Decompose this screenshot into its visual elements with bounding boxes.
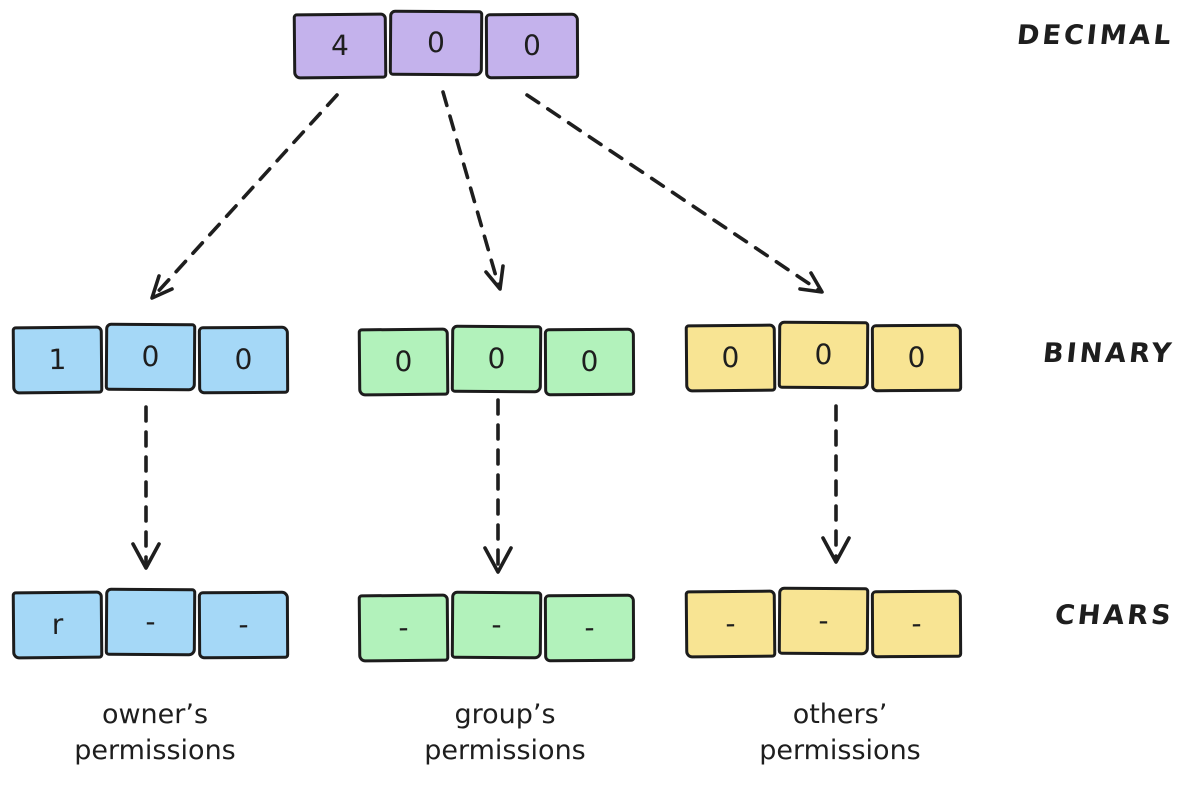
- arrow-decimal-to-owner-binary: [152, 93, 339, 298]
- arrowhead-owner-chars: [131, 542, 161, 570]
- chars-box-others: - - -: [684, 586, 963, 659]
- caption-owner-permissions: owner’s permissions: [5, 697, 305, 770]
- binary-box-owner: 1 0 0: [11, 322, 290, 395]
- chars-cell: -: [543, 593, 636, 663]
- decimal-cell: 0: [484, 12, 580, 80]
- chars-cell: -: [870, 589, 963, 659]
- binary-cell: 0: [543, 327, 636, 397]
- binary-cell: 0: [870, 323, 963, 393]
- arrowhead-others-chars: [821, 536, 851, 564]
- binary-cell: 0: [684, 323, 777, 393]
- caption-line: others’: [792, 699, 888, 730]
- caption-line: permissions: [424, 735, 586, 767]
- caption-group-permissions: group’s permissions: [355, 697, 655, 770]
- chars-cell: -: [777, 586, 870, 656]
- arrowhead-group-chars: [483, 546, 513, 574]
- chars-cell: -: [684, 589, 777, 659]
- chars-cell: -: [104, 587, 197, 657]
- binary-box-others: 0 0 0: [684, 320, 963, 393]
- chars-cell: -: [197, 590, 290, 660]
- binary-cell: 0: [197, 325, 290, 395]
- decimal-cell: 4: [292, 12, 388, 80]
- chars-cell: -: [450, 590, 543, 660]
- binary-box-group: 0 0 0: [357, 324, 636, 397]
- decimal-cell: 0: [388, 9, 484, 77]
- arrow-decimal-to-others-binary: [525, 93, 822, 293]
- chars-box-owner: r - -: [11, 587, 290, 660]
- caption-line: owner’s: [101, 699, 209, 730]
- binary-cell: 0: [450, 324, 543, 394]
- caption-others-permissions: others’ permissions: [690, 697, 990, 770]
- binary-cell: 0: [357, 327, 450, 397]
- binary-cell: 1: [11, 325, 104, 395]
- binary-label: BINARY: [1041, 338, 1176, 369]
- caption-line: permissions: [74, 735, 236, 767]
- caption-line: group’s: [454, 699, 556, 730]
- arrowhead-others-binary: [798, 271, 824, 294]
- caption-line: permissions: [759, 735, 921, 767]
- arrowhead-group-binary: [484, 264, 505, 291]
- decimal-label: DECIMAL: [1015, 20, 1176, 51]
- chars-cell: r: [11, 590, 104, 660]
- decimal-box: 4 0 0: [292, 9, 580, 80]
- chars-cell: -: [357, 593, 450, 663]
- arrowhead-owner-binary: [150, 274, 174, 300]
- chars-label: CHARS: [1053, 600, 1176, 631]
- arrow-decimal-to-group-binary: [441, 90, 501, 289]
- chars-box-group: - - -: [357, 590, 636, 663]
- binary-cell: 0: [104, 322, 197, 392]
- binary-cell: 0: [777, 320, 870, 390]
